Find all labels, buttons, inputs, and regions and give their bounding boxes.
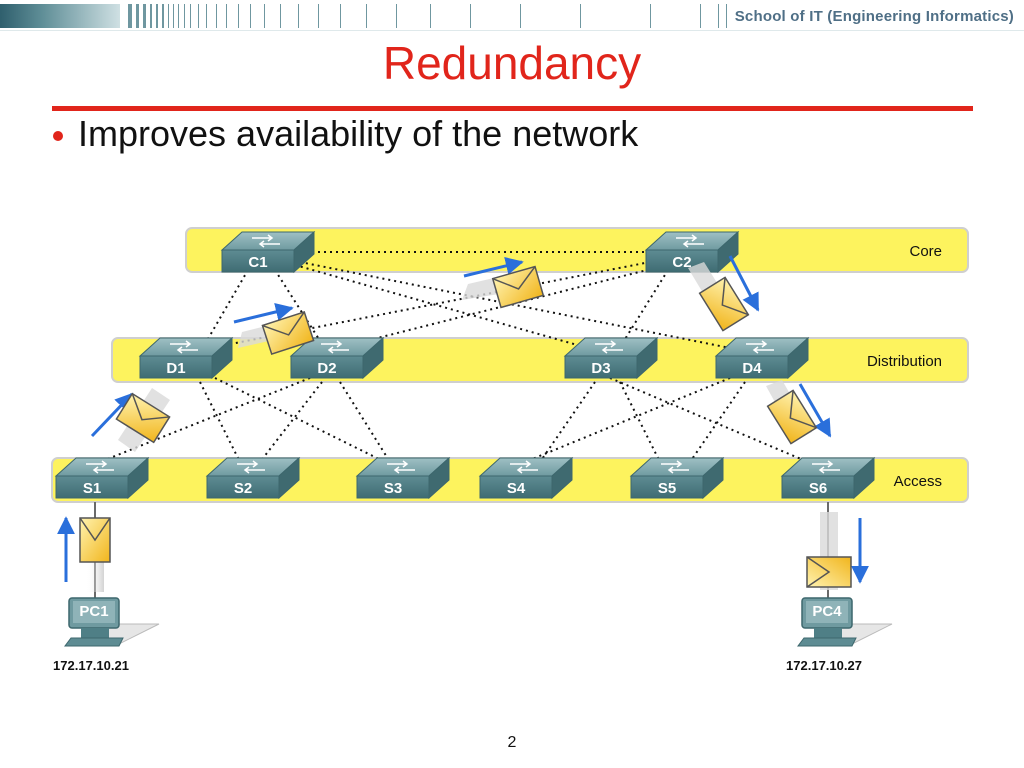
distribution-layer-label: Distribution: [867, 353, 942, 370]
envelope-icon: [806, 556, 852, 588]
switch-d4[interactable]: D4: [714, 336, 810, 380]
switch-label-s4: S4: [507, 480, 526, 497]
switch-arrows-icon: [252, 234, 280, 248]
switch-label-c2: C2: [672, 254, 691, 271]
switch-arrows-icon: [237, 460, 265, 474]
switch-arrows-icon: [86, 460, 114, 474]
flow-arrow-s1-d1: [90, 392, 134, 438]
flow-arrow-d1-c1: [233, 303, 294, 324]
switch-label-s3: S3: [384, 480, 402, 497]
page-number: 2: [507, 734, 517, 751]
core-layer-label: Core: [909, 243, 942, 260]
host-pc4[interactable]: PC4 172.17.10.27: [786, 597, 893, 673]
switch-label-d4: D4: [742, 360, 762, 377]
switch-arrows-icon: [387, 460, 415, 474]
bullet-text: Improves availability of the network: [78, 113, 639, 154]
envelope-icon: [115, 392, 171, 444]
envelope-icon: [79, 517, 111, 563]
envelope-icon: [491, 265, 545, 309]
host-label-pc4: PC4: [812, 603, 842, 620]
switch-label-d2: D2: [317, 360, 336, 377]
switch-c2[interactable]: C2: [644, 230, 740, 274]
envelope-icon: [698, 276, 750, 332]
envelope-icon: [766, 389, 818, 445]
switch-s3[interactable]: S3: [355, 456, 451, 500]
header-bar: [0, 4, 1024, 31]
envelope-icon: [261, 310, 315, 356]
switch-label-d1: D1: [166, 360, 185, 377]
switch-label-d3: D3: [591, 360, 610, 377]
header-stripes: [128, 4, 727, 28]
switch-label-s2: S2: [234, 480, 252, 497]
access-layer-label: Access: [894, 473, 942, 490]
switch-s1[interactable]: S1: [54, 456, 150, 500]
title-underline: [52, 106, 973, 111]
switch-s6[interactable]: S6: [780, 456, 876, 500]
host-ip-pc4: 172.17.10.27: [786, 658, 862, 673]
host-label-pc1: PC1: [79, 603, 108, 620]
computer-icon: [797, 597, 893, 647]
switch-label-s1: S1: [83, 480, 101, 497]
switch-d3[interactable]: D3: [563, 336, 659, 380]
switch-arrows-icon: [812, 460, 840, 474]
active-links: [94, 502, 829, 598]
slide-title: Redundancy: [382, 37, 642, 89]
host-ip-pc1: 172.17.10.21: [53, 658, 129, 673]
flow-arrow-c2-d4: [728, 255, 760, 312]
switch-arrows-icon: [321, 340, 349, 354]
host-pc1[interactable]: PC1 172.17.10.21: [53, 597, 160, 673]
switch-arrows-icon: [676, 234, 704, 248]
switch-s5[interactable]: S5: [629, 456, 725, 500]
bullet-marker: [53, 131, 63, 141]
switch-d1[interactable]: D1: [138, 336, 234, 380]
switch-label-s5: S5: [658, 480, 676, 497]
flow-arrow-c1-c2: [463, 257, 524, 278]
switch-c1[interactable]: C1: [220, 230, 316, 274]
switch-arrows-icon: [746, 340, 774, 354]
switch-label-c1: C1: [248, 254, 267, 271]
switch-arrows-icon: [510, 460, 538, 474]
switch-s4[interactable]: S4: [478, 456, 574, 500]
core-band: [185, 227, 969, 273]
switch-s2[interactable]: S2: [205, 456, 301, 500]
switch-arrows-icon: [595, 340, 623, 354]
flow-arrow-d4-s6: [798, 383, 832, 438]
redundant-links: [99, 251, 809, 463]
computer-icon: [64, 597, 160, 647]
switch-label-s6: S6: [809, 480, 827, 497]
switch-arrows-icon: [170, 340, 198, 354]
switch-arrows-icon: [661, 460, 689, 474]
school-name: School of IT (Engineering Informatics): [734, 8, 1014, 25]
switch-d2[interactable]: D2: [289, 336, 385, 380]
